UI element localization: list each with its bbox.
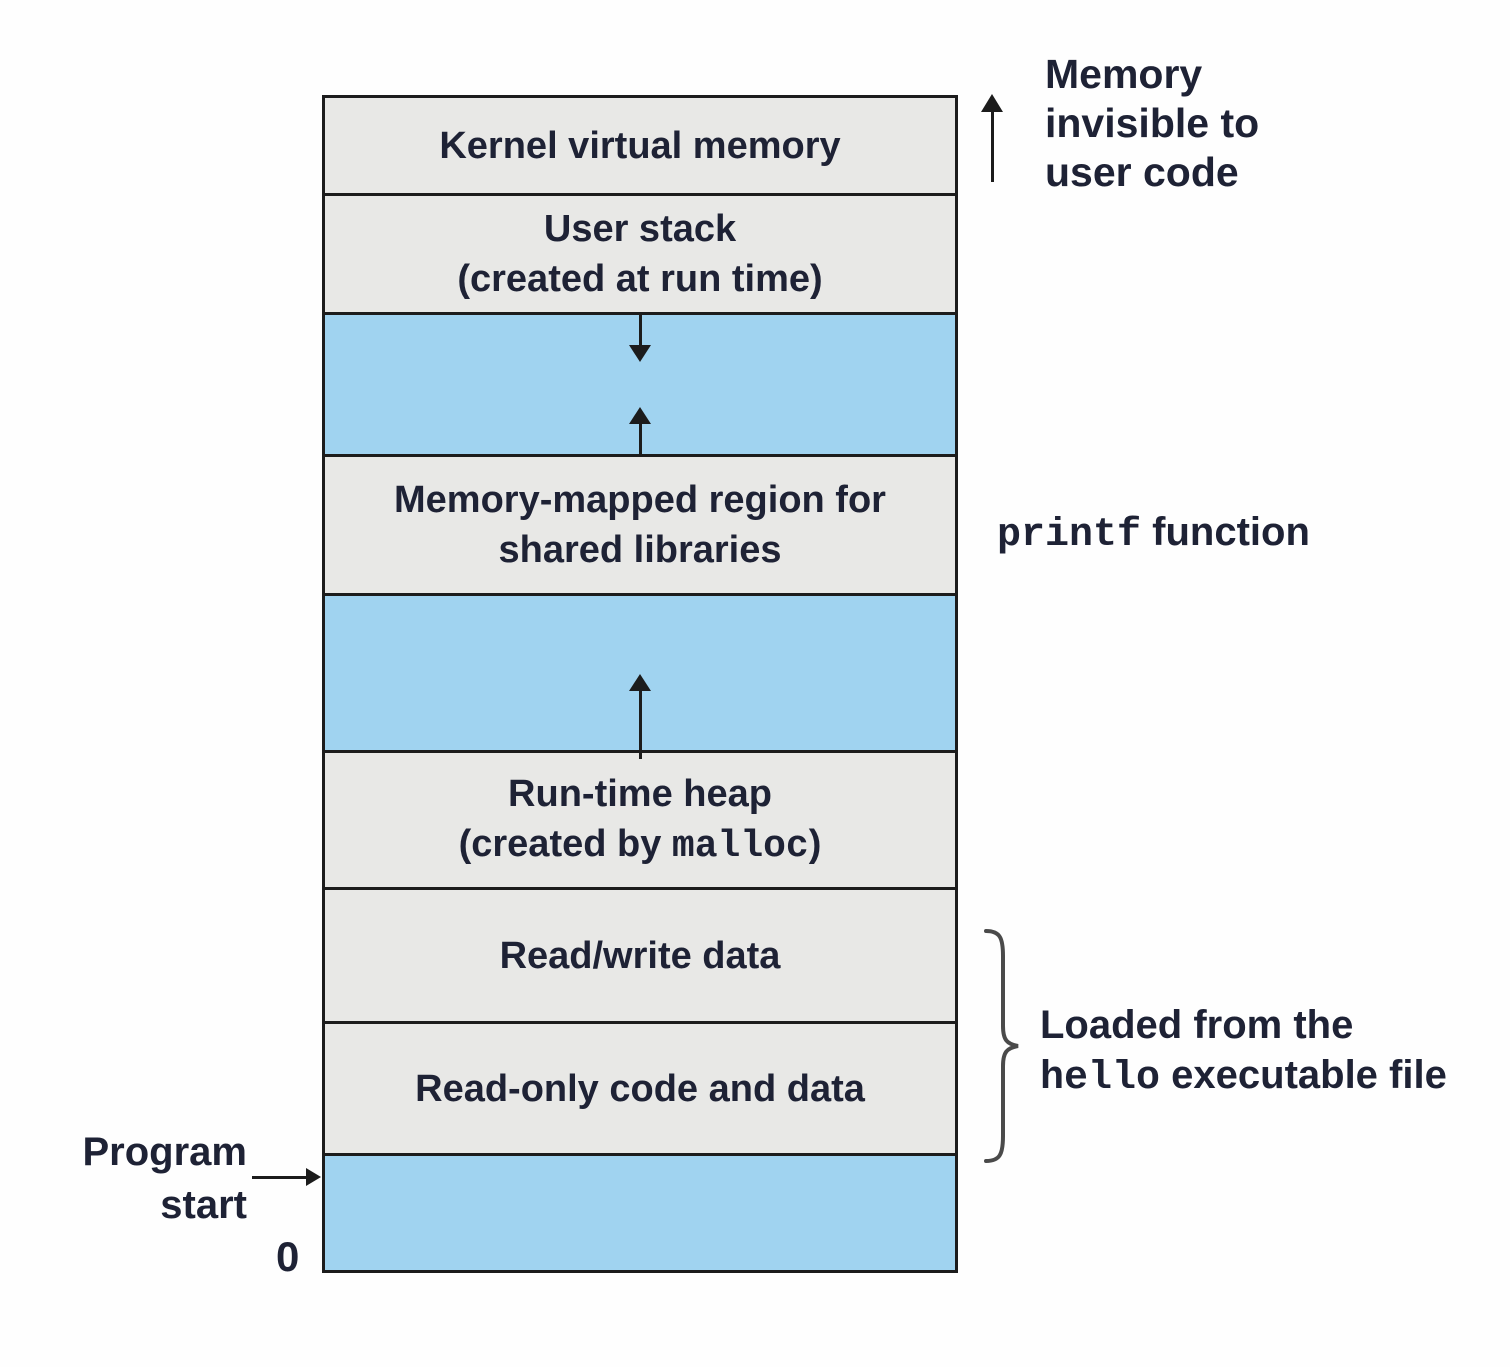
- memory-invisible-annotation: Memory invisible to user code: [1045, 50, 1259, 197]
- program-start-line2: start: [160, 1183, 247, 1227]
- region-user-stack: User stack (created at run time): [325, 193, 955, 312]
- kernel-label: Kernel virtual memory: [439, 124, 841, 167]
- program-start-annotation: Program start: [57, 1126, 248, 1232]
- memory-invisible-up-arrow-line: [991, 112, 994, 182]
- memory-invisible-up-arrow-icon: [981, 94, 1003, 112]
- mmap-label-line1: Memory-mapped region for: [394, 479, 886, 521]
- mmap-grows-up-arrow-icon: [629, 407, 651, 424]
- loaded-from-annotation: Loaded from the hello executable file: [1040, 1000, 1447, 1104]
- heap-label-line1: Run-time heap: [508, 772, 772, 815]
- heap-label-line2: (created by malloc): [459, 819, 822, 872]
- ro-data-label: Read-only code and data: [415, 1067, 865, 1110]
- region-read-only-code-data: Read-only code and data: [325, 1021, 955, 1153]
- malloc-keyword: malloc: [671, 824, 809, 868]
- printf-rest: function: [1141, 510, 1310, 554]
- heap-label-line2-prefix: (created by: [458, 822, 672, 865]
- region-label-wrap: Memory-mapped region for shared librarie…: [325, 457, 955, 593]
- region-label-wrap: Read/write data: [325, 890, 955, 1021]
- region-runtime-heap: Run-time heap (created by malloc): [325, 750, 955, 887]
- hello-keyword: hello: [1040, 1056, 1161, 1101]
- region-heap-growth-gap: [325, 593, 955, 759]
- region-stack-growth-gap: [325, 312, 955, 454]
- loaded-group-brace-icon: [984, 929, 1019, 1163]
- memory-invisible-line1: Memory: [1045, 51, 1203, 97]
- program-start-arrow-icon: [306, 1168, 321, 1186]
- printf-keyword: printf: [997, 513, 1142, 558]
- program-start-line1: Program: [82, 1130, 248, 1174]
- loaded-from-line2: hello executable file: [1040, 1050, 1447, 1104]
- mmap-grows-up-arrow-line: [638, 422, 642, 454]
- region-read-write-data: Read/write data: [325, 887, 955, 1021]
- stack-grows-down-arrow-icon: [629, 345, 651, 362]
- memory-invisible-line2: invisible to: [1045, 100, 1260, 146]
- region-kernel-virtual-memory: Kernel virtual memory: [325, 98, 955, 193]
- region-label-wrap: User stack (created at run time): [325, 196, 955, 312]
- region-unmapped-bottom: [325, 1153, 955, 1270]
- rw-data-label: Read/write data: [499, 934, 781, 977]
- region-label-wrap: Run-time heap (created by malloc): [325, 753, 955, 887]
- user-stack-label-line1: User stack: [543, 208, 737, 250]
- program-start-arrow-line: [252, 1176, 308, 1179]
- memory-invisible-line3: user code: [1045, 149, 1239, 195]
- printf-function-annotation: printf function: [997, 510, 1310, 558]
- heap-grows-up-arrow-line: [638, 689, 642, 759]
- memory-layout-box: Kernel virtual memory User stack (create…: [322, 95, 958, 1273]
- region-memory-mapped: Memory-mapped region for shared librarie…: [325, 454, 955, 593]
- region-label-wrap: Read-only code and data: [325, 1024, 955, 1153]
- stack-grows-down-arrow-line: [638, 315, 642, 347]
- heap-grows-up-arrow-icon: [629, 674, 651, 691]
- loaded-from-line1: Loaded from the: [1040, 1003, 1354, 1047]
- heap-label-line2-suffix: ): [808, 822, 822, 865]
- region-label-wrap: Kernel virtual memory: [325, 98, 955, 193]
- mmap-label-line2: shared libraries: [498, 529, 782, 571]
- address-zero-label: 0: [276, 1233, 300, 1280]
- loaded-from-line2-rest: executable file: [1160, 1053, 1447, 1097]
- user-stack-label-line2: (created at run time): [457, 258, 823, 300]
